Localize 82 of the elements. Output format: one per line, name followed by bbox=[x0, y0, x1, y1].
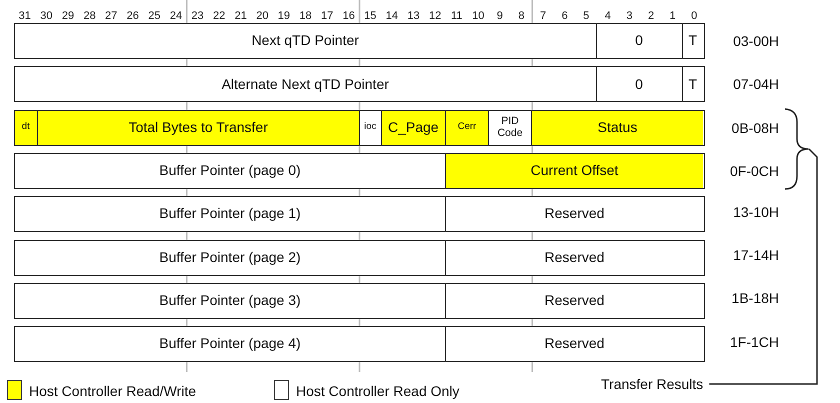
field-name: ioc bbox=[364, 122, 376, 133]
field-name: Status bbox=[598, 120, 638, 136]
bit-number: 13 bbox=[407, 10, 420, 22]
field-name: Alternate Next qTD Pointer bbox=[222, 76, 389, 92]
register-row bbox=[14, 23, 705, 59]
field-name: Buffer Pointer (page 0) bbox=[159, 163, 301, 179]
address-label: 0F-0CH bbox=[730, 162, 779, 179]
bit-number: 6 bbox=[562, 10, 568, 22]
legend-label: Host Controller Read Only bbox=[296, 383, 460, 399]
bit-number: 22 bbox=[213, 10, 226, 22]
address-label: 03-00H bbox=[733, 33, 779, 49]
bit-number: 0 bbox=[691, 10, 698, 22]
field-name: Total Bytes to Transfer bbox=[128, 120, 268, 136]
field-name: Buffer Pointer (page 1) bbox=[159, 206, 301, 222]
bit-number: 31 bbox=[18, 10, 31, 22]
bit-number: 24 bbox=[170, 10, 182, 22]
field-name: dt bbox=[22, 122, 30, 133]
bit-number: 7 bbox=[540, 10, 546, 22]
address-label: 1B-18H bbox=[732, 290, 779, 306]
field-name: 0 bbox=[635, 33, 643, 49]
field-name: PID Code bbox=[496, 116, 524, 140]
field-name: T bbox=[688, 33, 698, 49]
bit-number: 29 bbox=[62, 10, 74, 22]
bit-number: 9 bbox=[496, 10, 503, 22]
bit-number: 18 bbox=[299, 10, 312, 22]
register-field bbox=[445, 154, 703, 188]
field-name: Buffer Pointer (page 4) bbox=[159, 336, 301, 352]
curly-brace bbox=[783, 108, 809, 190]
field-name: C_Page bbox=[388, 120, 439, 136]
field-name: Buffer Pointer (page 2) bbox=[159, 250, 301, 266]
leader-line bbox=[709, 148, 818, 385]
bit-number: 14 bbox=[386, 10, 398, 22]
bit-number: 26 bbox=[126, 10, 139, 22]
address-label: 17-14H bbox=[733, 247, 779, 263]
bit-number: 11 bbox=[450, 10, 462, 22]
bit-number: 5 bbox=[583, 10, 590, 22]
field-name: 0 bbox=[635, 76, 643, 92]
register-row bbox=[14, 66, 705, 102]
register-field bbox=[531, 110, 703, 145]
bit-number: 27 bbox=[105, 10, 118, 22]
legend-label: Host Controller Read/Write bbox=[29, 383, 196, 399]
address-label: 13-10H bbox=[733, 204, 779, 220]
field-name: Next qTD Pointer bbox=[252, 33, 359, 49]
field-name: Current Offset bbox=[530, 163, 618, 179]
register-row bbox=[14, 326, 705, 362]
register-field bbox=[380, 110, 445, 145]
register-field bbox=[36, 110, 359, 145]
bit-number: 1 bbox=[670, 10, 676, 22]
bit-number: 21 bbox=[234, 10, 247, 22]
field-name: T bbox=[688, 76, 698, 92]
bit-number: 17 bbox=[320, 10, 334, 22]
bit-number: 8 bbox=[518, 10, 525, 22]
bit-number: 2 bbox=[648, 10, 654, 22]
address-label: 1F-1CH bbox=[730, 334, 779, 350]
field-name: Reserved bbox=[544, 336, 604, 352]
register-row bbox=[14, 152, 705, 189]
register-field bbox=[445, 110, 488, 145]
bit-number: 10 bbox=[472, 10, 484, 22]
field-name: Buffer Pointer (page 3) bbox=[159, 293, 301, 308]
register-row bbox=[14, 196, 705, 232]
bit-number: 15 bbox=[364, 10, 376, 22]
field-name: Reserved bbox=[544, 206, 604, 222]
bit-number: 30 bbox=[40, 10, 53, 22]
bit-number: 3 bbox=[626, 10, 632, 22]
address-label: 0B-08H bbox=[732, 120, 779, 136]
address-label: 07-04H bbox=[733, 76, 779, 92]
field-name: Cerr bbox=[458, 122, 476, 133]
bit-number: 20 bbox=[256, 10, 268, 22]
register-row bbox=[14, 240, 705, 276]
bit-number: 28 bbox=[83, 10, 96, 22]
register-row bbox=[14, 110, 705, 146]
bit-number: 4 bbox=[604, 10, 611, 22]
register-field bbox=[15, 110, 36, 145]
register-row bbox=[14, 282, 705, 319]
bit-number: 25 bbox=[148, 10, 160, 22]
bit-number: 23 bbox=[191, 10, 204, 22]
bit-number: 16 bbox=[342, 10, 355, 22]
field-name: Reserved bbox=[544, 293, 604, 308]
annotation-label: Transfer Results bbox=[601, 376, 704, 392]
field-name: Reserved bbox=[544, 250, 604, 266]
bit-number: 12 bbox=[428, 10, 442, 22]
bit-number: 19 bbox=[278, 10, 290, 22]
